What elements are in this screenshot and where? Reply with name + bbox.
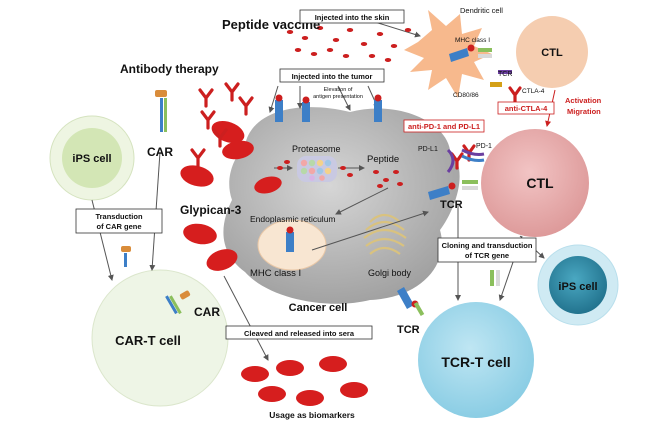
- injected-skin-label: Injected into the skin: [315, 13, 390, 22]
- ips-cell-right: [537, 244, 619, 326]
- car-receptor-lower: [165, 290, 191, 315]
- ctl-small-label: CTL: [541, 47, 563, 59]
- car-upper-label: CAR: [147, 145, 173, 159]
- car-lower-label: CAR: [194, 305, 220, 319]
- car-gene-icon: [121, 246, 131, 267]
- ctl-big-label: CTL: [526, 175, 554, 191]
- tcr-right-label: TCR: [440, 199, 463, 211]
- dendritic-cell-label: Dendritic cell: [460, 6, 503, 15]
- transduction-car-label-2: of CAR gene: [97, 222, 142, 231]
- ips-cell-left: [49, 115, 135, 201]
- pd-l1-label: PD-L1: [418, 146, 438, 153]
- pd-molecules: [446, 148, 485, 173]
- tcr-t-cell-body: [418, 302, 534, 418]
- mhc-class-i-dc-label: MHC class I: [455, 37, 490, 44]
- tcr-t-cell-label: TCR-T cell: [441, 354, 510, 370]
- pd-1-label: PD-1: [476, 143, 492, 150]
- anti-pd-label: anti-PD-1 and PD-L1: [408, 122, 480, 131]
- peptide-label: Peptide: [367, 154, 399, 165]
- mhc-molecules: [275, 44, 475, 309]
- proteasome-label: Proteasome: [292, 144, 341, 154]
- golgi-body-shape: [363, 213, 407, 255]
- glypican3-blobs: [180, 120, 368, 406]
- injected-tumor-label: Injected into the tumor: [292, 72, 373, 81]
- activation-label: Activation: [565, 96, 602, 105]
- cloning-label-2: of TCR gene: [465, 251, 509, 260]
- golgi-label: Golgi body: [368, 268, 412, 278]
- ips-cell-right-label: iPS cell: [558, 281, 597, 293]
- anti-ctla4-label: anti-CTLA-4: [505, 104, 548, 113]
- ips-cell-left-label: iPS cell: [72, 153, 111, 165]
- tcr-molecules: [413, 48, 500, 317]
- dendritic-cell-body: [404, 10, 492, 98]
- ctla4-molecules: [490, 70, 512, 87]
- ctla4-label: CTLA-4: [522, 88, 545, 95]
- glypican3-label: Glypican-3: [180, 203, 242, 217]
- car-receptor-upper: [155, 90, 167, 132]
- tcr-dc-label: TCR: [498, 71, 512, 78]
- biomarkers-label: Usage as biomarkers: [269, 410, 355, 420]
- ctl-big-body: [481, 129, 589, 237]
- mhc-class-i-cancer-label: MHC class I: [250, 268, 301, 279]
- cleaved-label: Cleaved and released into sera: [244, 329, 355, 338]
- peptide-vaccine-label: Peptide vaccine: [222, 17, 320, 32]
- elevation-label-1: Elevation of: [324, 87, 353, 93]
- car-t-cell-label: CAR-T cell: [115, 333, 181, 348]
- elevation-label-2: antigen presentation: [313, 94, 363, 100]
- proteasome-shape: [297, 156, 337, 182]
- cd80-86-label: CD80/86: [453, 92, 479, 99]
- antibody-icons: [190, 82, 522, 170]
- migration-label: Migration: [567, 107, 601, 116]
- antibody-therapy-label: Antibody therapy: [120, 62, 219, 76]
- transduction-car-label-1: Transduction: [95, 212, 143, 221]
- ctl-small-body: [516, 16, 588, 88]
- cancer-cell-label: Cancer cell: [289, 302, 348, 314]
- tcr-bottom-label: TCR: [397, 324, 420, 336]
- er-label: Endoplasmic reticulum: [250, 214, 336, 224]
- peptide-dots: [277, 26, 412, 188]
- cloning-label-1: Cloning and transduction: [442, 241, 533, 250]
